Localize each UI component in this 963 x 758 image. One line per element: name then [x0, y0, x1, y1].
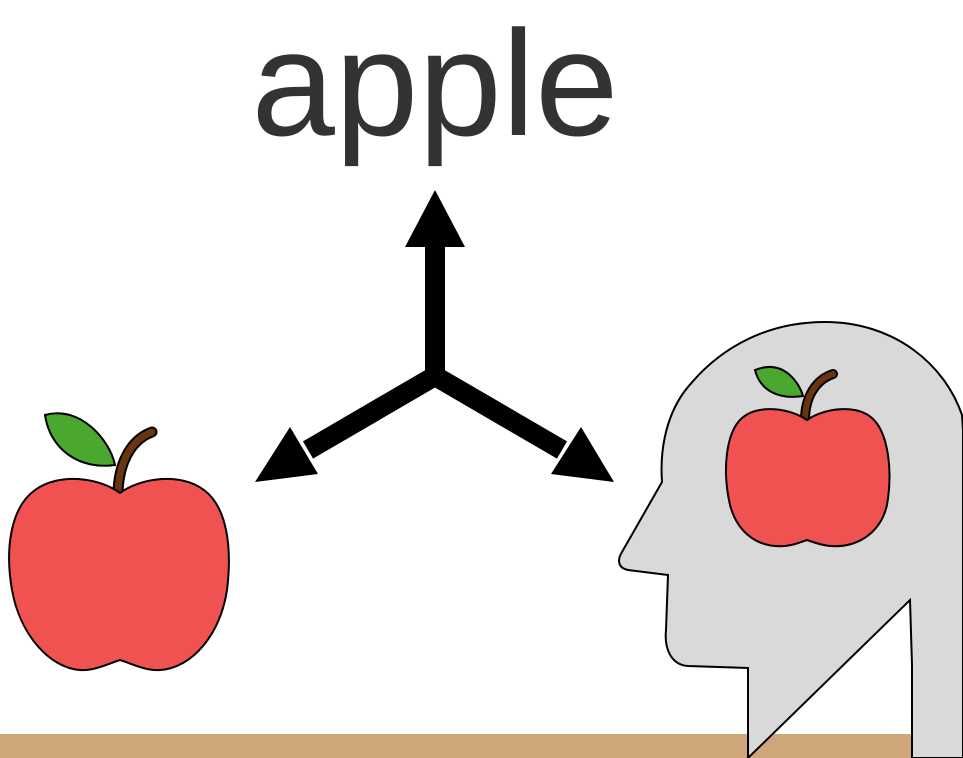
- apple-icon: [9, 413, 229, 670]
- head-with-apple-icon: [619, 322, 963, 758]
- table-surface: [0, 734, 963, 758]
- three-way-arrow-icon: [255, 190, 614, 482]
